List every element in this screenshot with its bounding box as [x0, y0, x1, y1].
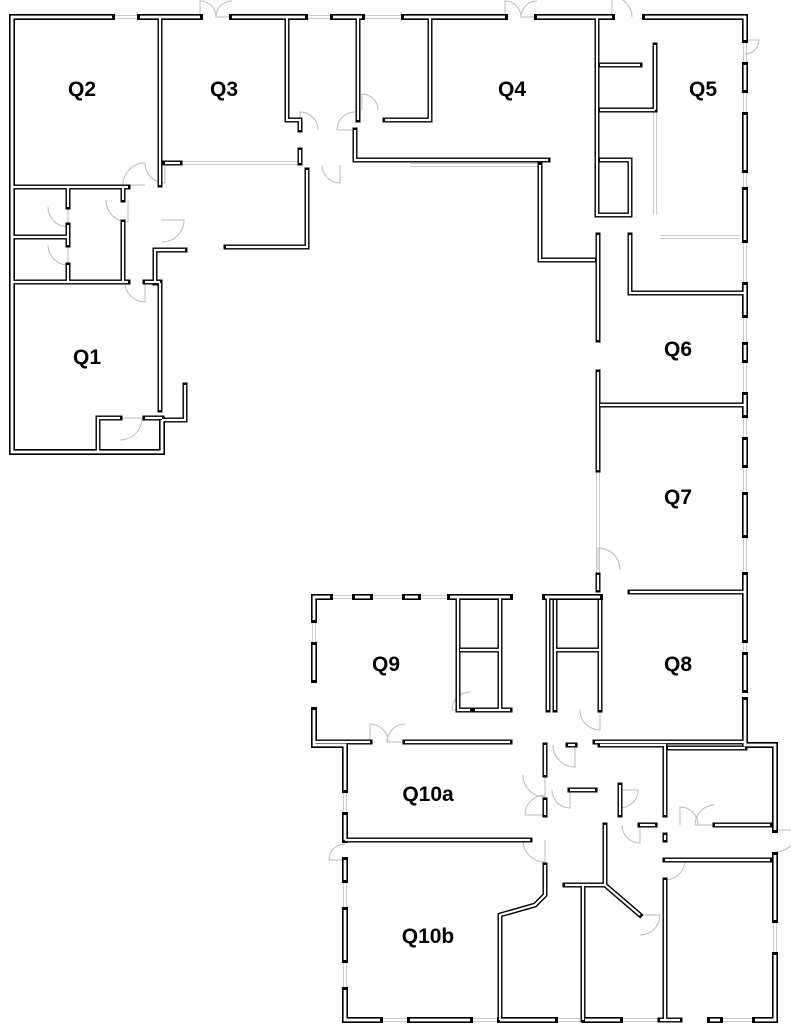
- exterior-wall: [311, 707, 348, 793]
- interior-wall: [537, 162, 598, 263]
- room-label-q6: Q6: [663, 338, 693, 361]
- door-swing: [774, 829, 791, 853]
- interior-wall-core: [385, 17, 432, 122]
- interior-wall: [284, 14, 303, 133]
- room-label-q1: Q1: [72, 346, 102, 369]
- door-swing: [597, 547, 621, 571]
- exterior-wall: [311, 594, 333, 623]
- interior-wall-core: [353, 130, 548, 162]
- exterior-wall: [752, 952, 778, 1023]
- room-label-q5: Q5: [688, 78, 718, 101]
- door-swing: [451, 691, 471, 711]
- exterior-wall: [342, 987, 383, 1023]
- door-swing: [47, 244, 69, 266]
- interior-wall-core: [226, 170, 309, 249]
- interior-wall-core: [538, 165, 595, 262]
- room-label-q9: Q9: [371, 653, 401, 676]
- interior-wall: [352, 127, 551, 163]
- door-swing: [361, 93, 379, 111]
- interior-wall-core: [456, 597, 470, 712]
- interior-wall-core: [600, 743, 667, 815]
- room-label-q2: Q2: [67, 78, 97, 101]
- interior-wall: [602, 822, 644, 919]
- door-swing: [579, 709, 601, 731]
- door-swing: [619, 789, 639, 809]
- interior-wall: [497, 862, 548, 1023]
- room-label-q4: Q4: [497, 78, 527, 101]
- interior-wall-core: [498, 865, 547, 1020]
- door-swing: [122, 162, 146, 186]
- room-label-q10a: Q10a: [402, 783, 454, 806]
- door-swing: [215, 0, 233, 18]
- exterior-wall: [159, 382, 188, 423]
- exterior-wall: [642, 14, 748, 43]
- interior-wall: [627, 232, 748, 296]
- walls-inner: [10, 15, 777, 1022]
- interior-wall: [223, 167, 310, 250]
- door-swing: [369, 723, 389, 743]
- door-swing: [520, 0, 538, 18]
- room-label-q7: Q7: [663, 486, 693, 509]
- door-swing: [522, 839, 546, 863]
- door-swing: [664, 859, 686, 881]
- door-swing: [551, 789, 571, 809]
- door-swing: [621, 824, 641, 844]
- exterior-wall-core: [770, 743, 777, 830]
- room-label-q8: Q8: [663, 653, 693, 676]
- interior-wall-core: [628, 235, 745, 295]
- exterior-wall-core: [755, 955, 777, 1022]
- interior-wall-core: [96, 416, 120, 452]
- exterior-wall-core: [312, 595, 330, 620]
- interior-wall: [95, 415, 123, 455]
- door-swing: [119, 417, 143, 441]
- interior-wall: [594, 14, 633, 218]
- door-swing: [524, 794, 546, 816]
- doors: [47, 0, 791, 936]
- door-swing: [105, 199, 129, 223]
- door-swing: [299, 111, 319, 131]
- exterior-wall-core: [312, 710, 347, 790]
- door-swing: [124, 281, 146, 303]
- exterior-wall-core: [645, 15, 747, 40]
- interior-wall: [597, 742, 668, 818]
- door-swing: [144, 162, 166, 184]
- exterior-wall-core: [343, 990, 380, 1022]
- room-label-q10b: Q10b: [401, 925, 455, 948]
- exterior-wall-core: [162, 385, 187, 422]
- room-label-q3: Q3: [209, 78, 239, 101]
- door-swing: [47, 206, 69, 228]
- door-swing: [336, 111, 356, 131]
- door-swing: [552, 744, 576, 768]
- door-swing: [694, 804, 716, 826]
- door-swing: [522, 774, 546, 798]
- windows: [112, 15, 777, 1022]
- interior-wall: [382, 14, 433, 123]
- door-swing: [328, 843, 346, 861]
- interior-wall-core: [285, 17, 302, 130]
- exterior-wall-core: [743, 700, 770, 747]
- interior-wall-core: [595, 17, 632, 217]
- door-swing: [611, 0, 633, 18]
- exterior-wall-core: [10, 15, 164, 454]
- exterior-wall: [152, 247, 188, 286]
- door-swing: [161, 219, 185, 243]
- walls: [9, 14, 778, 1023]
- exterior-wall-core: [153, 248, 185, 283]
- door-swing: [386, 723, 406, 743]
- door-swing: [744, 39, 760, 55]
- door-swing: [679, 806, 699, 826]
- door-swing: [321, 164, 341, 184]
- exterior-wall: [742, 697, 773, 748]
- door-swing: [639, 914, 661, 936]
